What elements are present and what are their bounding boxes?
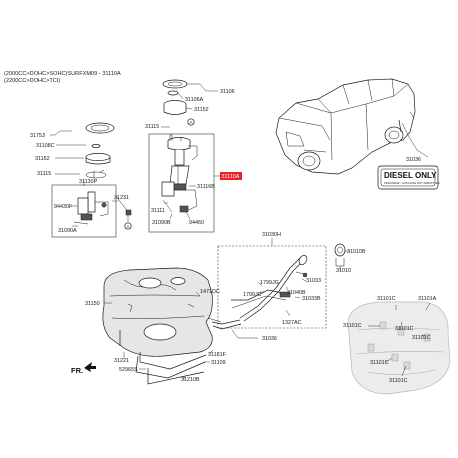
label-31181F: 31181F [208,352,227,358]
label-31231: 31231 [114,195,129,201]
label-31210B: 31210B [181,377,200,383]
tank-protector-assembly: 31101C 31101A 31101C 31101C 31101C 31101… [343,296,451,395]
label-31111: 31111 [151,208,165,214]
diesel-only-sticker: DIESEL ONLY KEROSENE / GASOLINE NOT PERM… [377,165,440,190]
label-31101C-1: 31101C [377,296,396,302]
filler-neck-assembly: 31030H 31033 1799JG 1799JC 31040B 31033B… [211,232,366,342]
diesel-only-title: DIESEL ONLY [384,171,437,180]
label-1799JC: 1799JC [243,292,262,298]
label-1799JG: 1799JG [260,280,279,286]
label-31101C-4: 31101C [412,335,431,341]
label-31036-vehicle: 31036 [406,157,421,163]
label-31101C-5: 31101C [370,360,389,366]
label-31090B: 31090B [152,220,171,226]
label-31109: 31109 [211,360,226,366]
label-31152-left: 31152 [35,156,50,162]
label-31033B: 31033B [302,296,321,302]
label-31010: 31010 [336,268,351,274]
selected-part-31110A[interactable]: 31110A [220,172,242,180]
label-52965S: 52965S [119,367,138,373]
callout-a-left: A [127,224,131,229]
label-31221: 31221 [114,358,129,364]
label-31090A: 31090A [58,228,77,234]
label-31030H: 31030H [262,232,281,238]
label-31753: 31753 [30,133,45,139]
callout-a-top: A [190,120,194,125]
label-31116B: 31116B [197,184,215,190]
fuel-pump-module: 31106 31106A 31152 31115 A [145,79,235,233]
label-31010B: 31010B [347,249,366,255]
label-31106A: 31106A [185,97,204,103]
label-31101A: 31101A [418,296,437,302]
label-31036-filler: 31036 [262,336,277,342]
sender-module-left: 31753 31108C 31152 31115 31130P [30,122,132,238]
fuel-door-marker [398,119,402,133]
selected-part-highlight [220,172,242,180]
header-line-1: (2000CC>DOHC>SOHC)SURFXM09 - 31110A [4,71,121,77]
header-line-2: (2200CC>DOHC>TCI) [4,78,61,84]
label-31033-filler: 31033 [306,278,321,284]
label-31101C-3: 31101C [395,326,414,332]
label-31130P: 31130P [79,179,98,185]
vehicle-illustration: 31036 [275,78,429,175]
label-94460: 94460 [189,220,204,226]
label-31150: 31150 [85,301,100,307]
label-31101C-2: 31101C [343,323,362,329]
fr-label: FR. [71,366,83,375]
label-31115-left: 31115 [37,171,51,177]
label-94430F: 94430F [54,204,73,210]
label-31152-top: 31152 [194,107,209,113]
fuel-tank: 31150 1471DC 31181F 31109 31221 52965S 3… [71,267,227,385]
label-31101C-6: 31101C [389,378,408,384]
label-31040B: 31040B [287,290,306,296]
diesel-only-subtitle: KEROSENE / GASOLINE NOT PERMITTED [384,181,440,185]
label-1327AC: 1327AC [282,320,302,326]
label-31115-top: 31115 [145,124,159,130]
front-arrow: FR. [71,362,96,375]
label-31106: 31106 [220,89,235,95]
label-31110A[interactable]: 31110A [222,174,240,180]
label-31108C: 31108C [36,143,55,149]
label-1471DC: 1471DC [200,289,220,295]
